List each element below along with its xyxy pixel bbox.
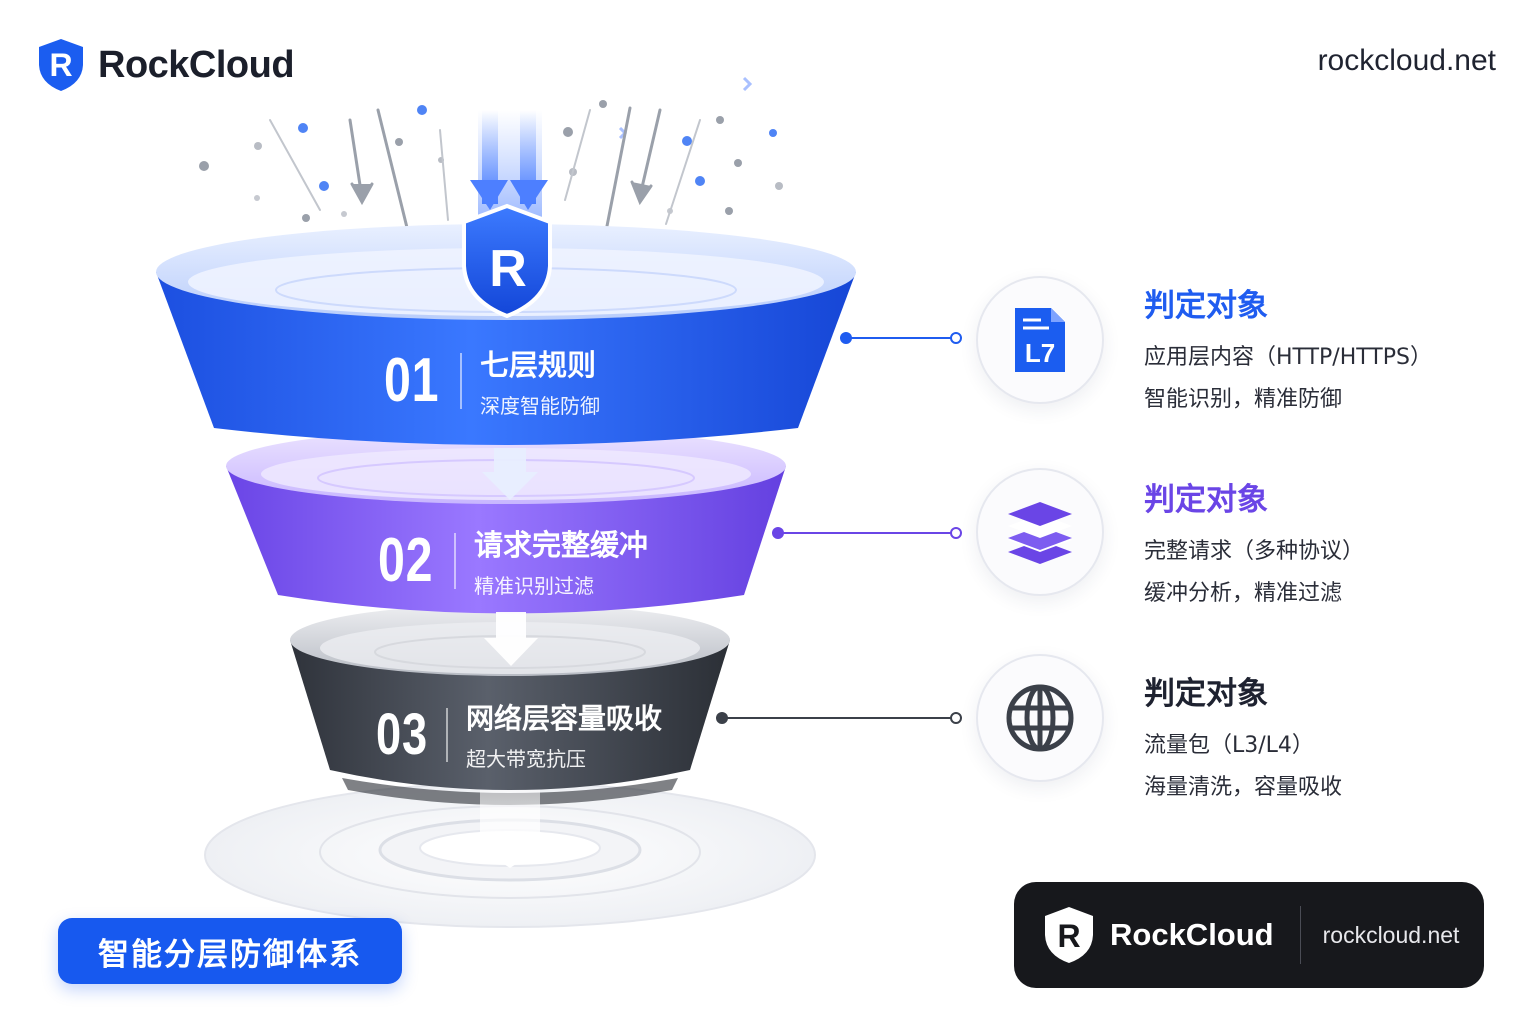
card-2-title: 判定对象: [1144, 482, 1268, 518]
globe-icon: [1006, 684, 1074, 752]
layer-2-number: 02: [378, 526, 434, 595]
card-3-icon-circle: [976, 654, 1104, 782]
card-1-icon-circle: L7: [976, 276, 1104, 404]
layer-2-divider: [454, 532, 456, 589]
footer-divider: [1299, 906, 1301, 964]
card-2-line-1: 完整请求（多种协议）: [1144, 539, 1365, 564]
layer-2-title: 请求完整缓冲: [474, 528, 649, 562]
layer-3-number: 03: [376, 702, 428, 767]
connector-2: [772, 527, 962, 539]
shield-emblem-letter: R: [489, 240, 527, 298]
layer-1-label: 01 七层规则 深度智能防御: [384, 342, 600, 419]
layer-1-subtitle: 深度智能防御: [480, 394, 600, 418]
footer-brand-name: RockCloud: [1110, 917, 1274, 952]
brand-header: R RockCloud: [36, 36, 295, 94]
card-2-icon-circle: [976, 468, 1104, 596]
brand-shield-icon: R: [39, 39, 83, 91]
layer-2-label: 02 请求完整缓冲 精准识别过滤: [378, 522, 648, 599]
layer-1-title: 七层规则: [480, 348, 597, 382]
card-3-title: 判定对象: [1144, 676, 1268, 712]
l7-document-icon: L7: [1015, 308, 1065, 372]
layer-3-divider: [446, 707, 448, 762]
footer-brand-card: R RockCloud rockcloud.net: [1014, 882, 1484, 988]
funnel-shield-emblem: R: [462, 203, 552, 319]
website-link[interactable]: rockcloud.net: [1317, 44, 1496, 77]
svg-text:R: R: [49, 47, 72, 83]
card-2-line-2: 缓冲分析，精准过滤: [1144, 581, 1343, 606]
layer-2-subtitle: 精准识别过滤: [474, 574, 594, 598]
card-3: 判定对象 流量包（L3/L4） 海量清洗，容量吸收: [1144, 668, 1342, 801]
flow-arrow-2: [484, 612, 538, 666]
layer-3-label: 03 网络层容量吸收 超大带宽抗压: [376, 697, 662, 772]
footer-website-link[interactable]: rockcloud.net: [1322, 921, 1460, 948]
svg-text:R: R: [1057, 918, 1080, 954]
layers-stack-icon: [1008, 502, 1072, 564]
card-3-line-2: 海量清洗，容量吸收: [1144, 775, 1343, 800]
card-3-line-1: 流量包（L3/L4）: [1144, 733, 1314, 758]
layer-3-title: 网络层容量吸收: [466, 702, 663, 735]
central-traffic-beam: [470, 110, 548, 220]
svg-text:L7: L7: [1025, 338, 1055, 368]
layer-1-divider: [460, 352, 462, 409]
layer-3-subtitle: 超大带宽抗压: [466, 747, 586, 771]
system-badge: 智能分层防御体系: [58, 918, 402, 984]
flow-arrow-1: [482, 448, 538, 500]
connector-1: [840, 332, 962, 344]
flow-arrow-3: [462, 790, 558, 868]
brand-name: RockCloud: [98, 43, 295, 86]
layer-1-number: 01: [384, 346, 440, 415]
footer-shield-icon: R: [1045, 907, 1093, 963]
funnel-layer-1: [156, 224, 856, 445]
card-1-line-2: 智能识别，精准防御: [1144, 387, 1343, 412]
card-1-title: 判定对象: [1144, 288, 1268, 324]
card-1: 判定对象 应用层内容（HTTP/HTTPS） 智能识别，精准防御: [1144, 280, 1432, 413]
connector-3: [716, 712, 962, 724]
card-1-line-1: 应用层内容（HTTP/HTTPS）: [1144, 345, 1432, 370]
card-2: 判定对象 完整请求（多种协议） 缓冲分析，精准过滤: [1144, 474, 1364, 607]
